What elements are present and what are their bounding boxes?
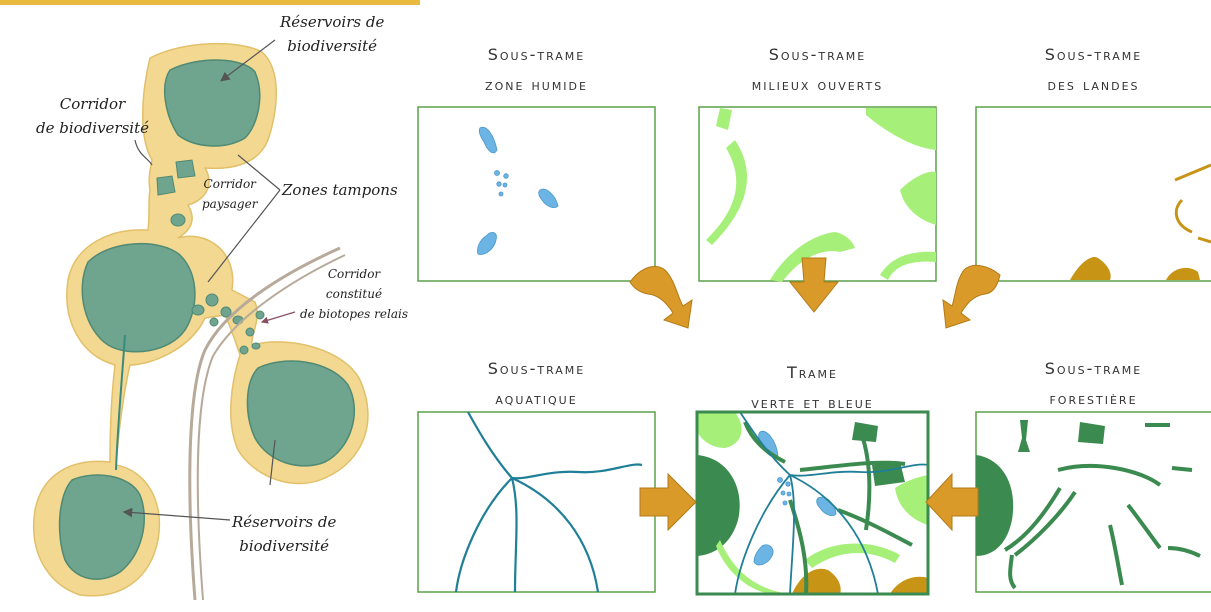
label-reservoirs-bottom-line2: biodiversité [232, 534, 336, 558]
title-aquatique: Sous-trame aquatique [418, 354, 655, 414]
label-reservoirs-top: Réservoirs de biodiversité [280, 10, 384, 58]
title-tvb-line2: verte et bleue [697, 388, 928, 418]
label-corridor-biotopes-line2: constitué [300, 284, 408, 304]
label-corridor-biotopes: Corridor constitué de biotopes relais [300, 264, 408, 324]
title-landes-line2: des landes [976, 70, 1211, 100]
label-zones-tampons-text: Zones tampons [282, 178, 398, 202]
title-trame-verte-et-bleue: Trame verte et bleue [697, 358, 928, 418]
label-corridor-paysager-line1: Corridor [202, 174, 257, 194]
title-forestiere: Sous-trame forestière [976, 354, 1211, 414]
panel-milieux-ouverts [699, 107, 936, 282]
label-reservoirs-top-line2: biodiversité [280, 34, 384, 58]
arrow-from-zone-humide [630, 266, 692, 328]
label-corridor-biotopes-line1: Corridor [300, 264, 408, 284]
reservoir-right [247, 361, 354, 466]
reservoir-middle [82, 244, 195, 352]
label-corridor-paysager-line2: paysager [202, 194, 257, 214]
reservoir-top [165, 60, 260, 146]
label-corridor-bio-line1: Corridor [36, 92, 149, 116]
label-reservoirs-bottom: Réservoirs de biodiversité [232, 510, 336, 558]
title-aquatique-line1: Sous-trame [418, 354, 655, 384]
panel-forestiere [976, 412, 1211, 592]
arrow-from-landes [943, 265, 1000, 328]
title-aquatique-line2: aquatique [418, 384, 655, 414]
title-milieux-ouverts-line1: Sous-trame [695, 40, 940, 70]
label-corridor-paysager: Corridor paysager [202, 174, 257, 214]
panel-zone-humide [418, 107, 655, 281]
arrow-from-forestiere [926, 474, 978, 530]
label-corridor-biodiversite: Corridor de biodiversité [36, 92, 149, 140]
label-corridor-bio-line2: de biodiversité [36, 116, 149, 140]
label-reservoirs-top-line1: Réservoirs de [280, 10, 384, 34]
title-tvb-line1: Trame [697, 358, 928, 388]
title-zone-humide-line1: Sous-trame [418, 40, 655, 70]
label-zones-tampons: Zones tampons [282, 178, 398, 202]
title-forestiere-line2: forestière [976, 384, 1211, 414]
panel-trame-verte-et-bleue [697, 412, 928, 594]
title-forestiere-line1: Sous-trame [976, 354, 1211, 384]
title-landes-line1: Sous-trame [976, 40, 1211, 70]
title-zone-humide: Sous-trame zone humide [418, 40, 655, 100]
label-corridor-biotopes-line3: de biotopes relais [300, 304, 408, 324]
title-landes: Sous-trame des landes [976, 40, 1211, 100]
label-reservoirs-bottom-line1: Réservoirs de [232, 510, 336, 534]
panel-aquatique [418, 412, 655, 592]
title-milieux-ouverts: Sous-trame milieux ouverts [695, 40, 940, 100]
title-zone-humide-line2: zone humide [418, 70, 655, 100]
panel-landes [976, 107, 1211, 281]
title-milieux-ouverts-line2: milieux ouverts [695, 70, 940, 100]
